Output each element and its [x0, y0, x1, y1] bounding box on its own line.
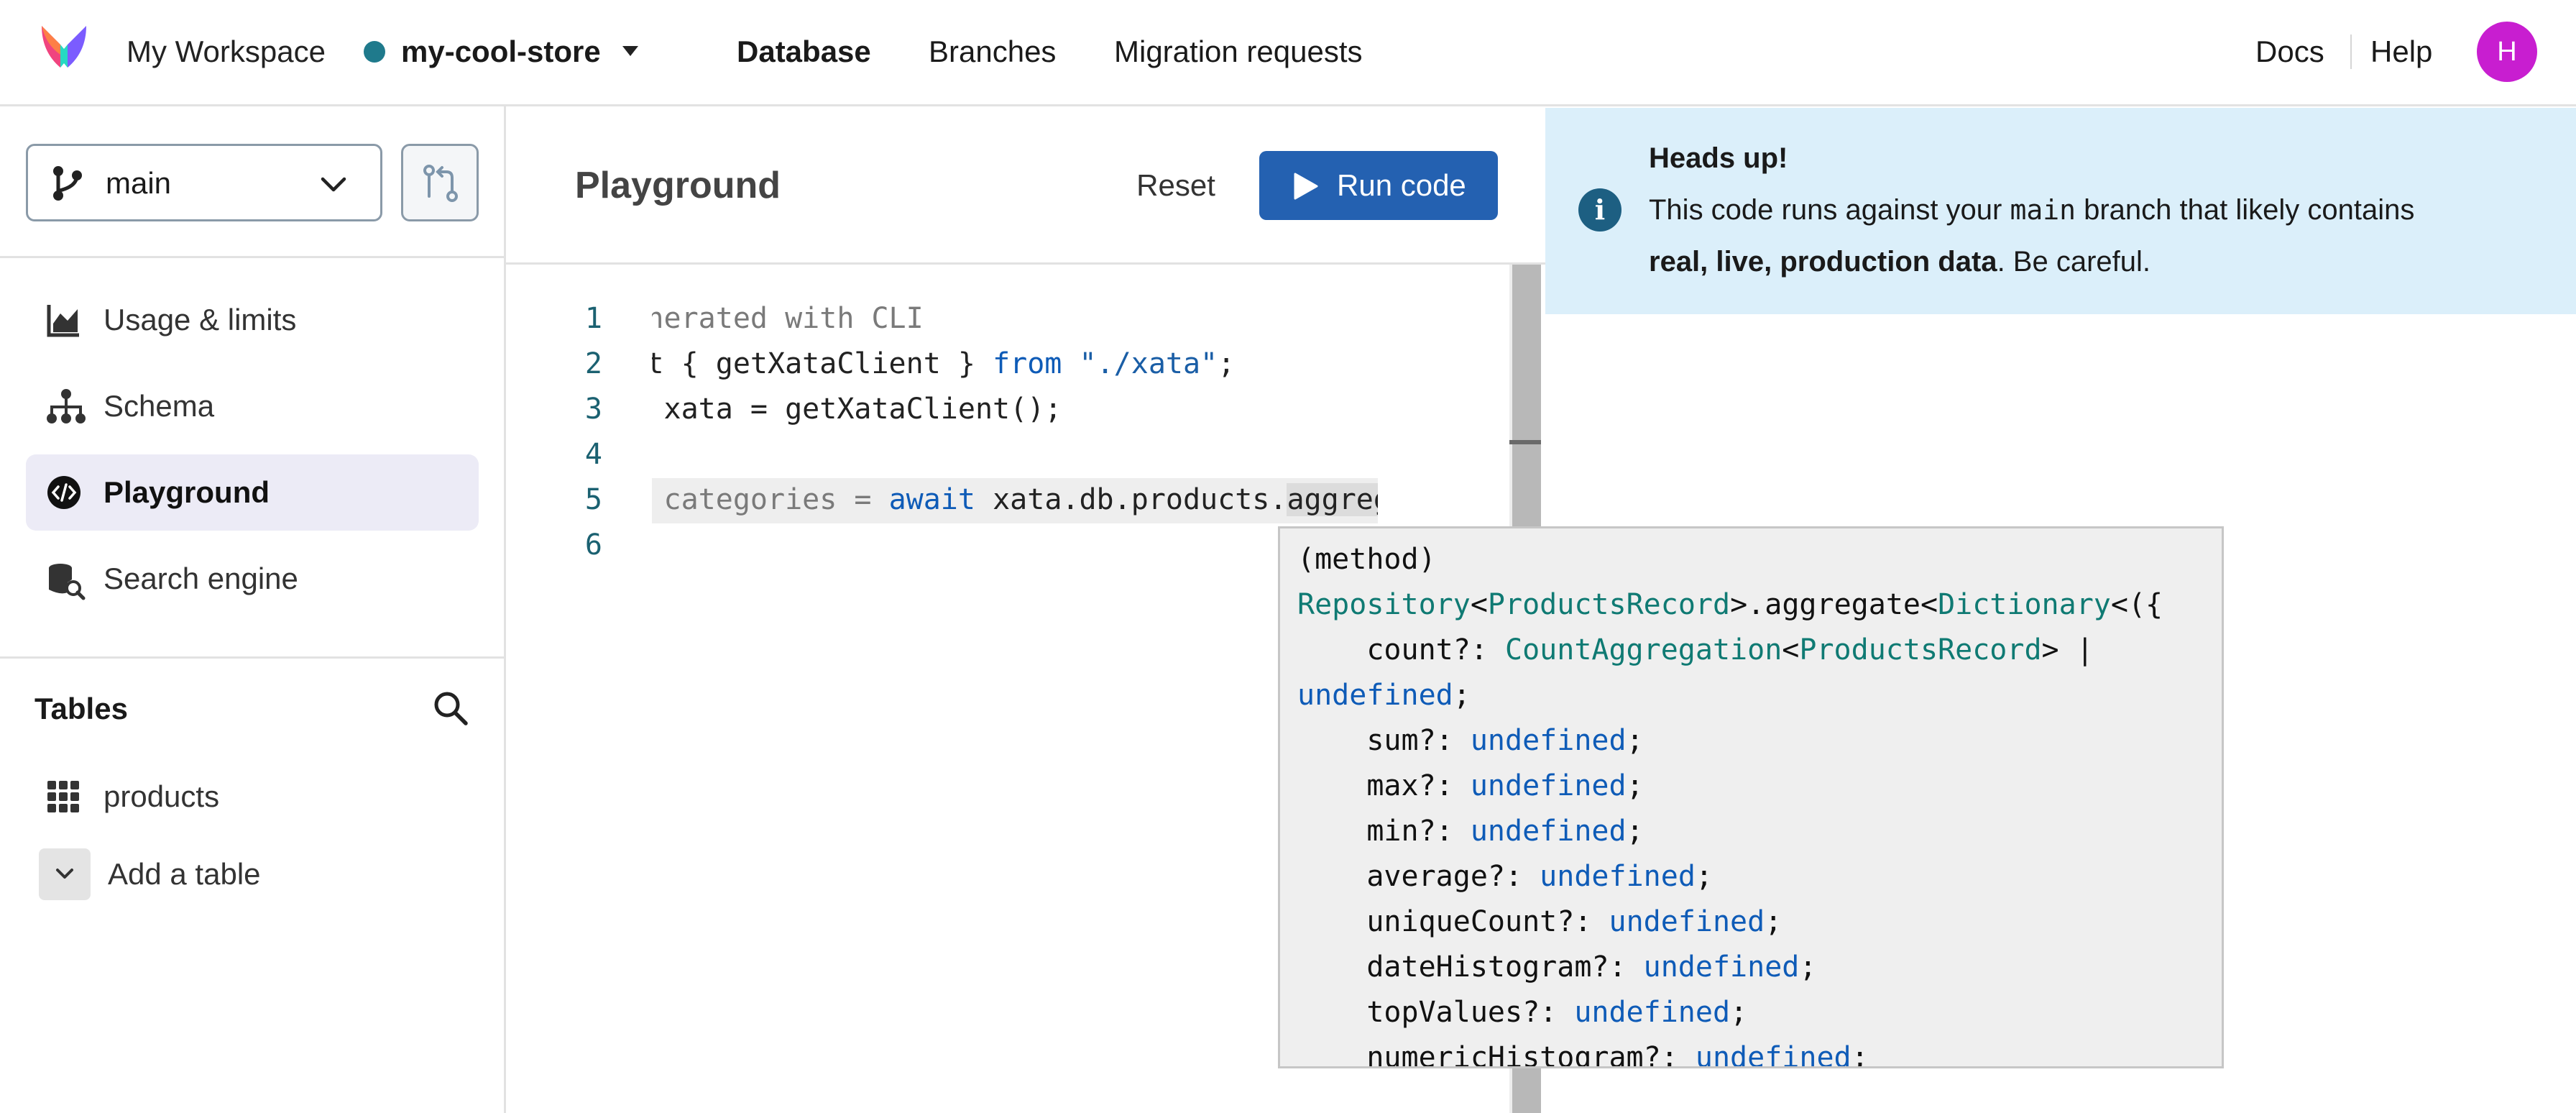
user-avatar[interactable]: H: [2477, 22, 2537, 82]
nav-migration-requests[interactable]: Migration requests: [1114, 35, 1363, 68]
tooltip-line: uniqueCount?: undefined;: [1297, 905, 1782, 938]
sidebar-item-label: Playground: [104, 475, 270, 509]
tooltip-line: min?: undefined;: [1297, 815, 1644, 848]
git-compare-icon: [423, 165, 458, 202]
docs-link[interactable]: Docs: [2255, 35, 2324, 68]
add-table-label: Add a table: [108, 857, 261, 891]
tooltip-line: Repository<ProductsRecord>.aggregate<Dic…: [1297, 588, 2163, 621]
nav-branches[interactable]: Branches: [929, 35, 1057, 68]
code-icon: [47, 476, 80, 509]
alert-message-line-2: real, live, production data. Be careful.: [1649, 246, 2150, 278]
line-number: 5: [584, 483, 602, 516]
sidebar: main Usage & limits Schema: [0, 106, 506, 1113]
chart-icon: [47, 305, 79, 337]
code-line-1: // Generated with CLI: [652, 302, 924, 335]
play-icon: [1294, 173, 1318, 200]
schema-icon: [47, 389, 86, 423]
sidebar-item-playground[interactable]: Playground: [26, 454, 479, 531]
main-header-divider: [506, 262, 1545, 265]
table-item-products[interactable]: products: [26, 761, 479, 833]
git-branch-icon: [53, 166, 82, 201]
chevron-down-icon: [56, 869, 73, 879]
code-line-2: import { getXataClient } from "./xata";: [652, 347, 1236, 380]
reset-button[interactable]: Reset: [1136, 168, 1215, 202]
current-line-highlight: [652, 478, 1378, 523]
type-hover-tooltip[interactable]: (method) Repository<ProductsRecord>.aggr…: [1278, 526, 2224, 1068]
editor-scrollbar-thumb-lower[interactable]: [1512, 1064, 1541, 1113]
sidebar-divider: [0, 656, 504, 659]
sidebar-item-label: Schema: [104, 389, 215, 423]
tooltip-line: sum?: undefined;: [1297, 724, 1644, 757]
branch-name: main: [106, 166, 172, 200]
sidebar-divider: [0, 256, 504, 258]
line-number: 1: [584, 302, 602, 335]
add-table-toggle[interactable]: [39, 848, 91, 900]
info-icon: i: [1578, 188, 1622, 232]
run-code-label: Run code: [1337, 168, 1466, 202]
database-status-dot: [364, 41, 385, 63]
nav-database[interactable]: Database: [737, 35, 871, 68]
workspace-name[interactable]: My Workspace: [126, 35, 326, 68]
search-icon[interactable]: [431, 689, 470, 728]
sidebar-item-search-engine[interactable]: Search engine: [26, 541, 479, 617]
tooltip-line: numericHistogram?: undefined;: [1297, 1041, 1869, 1068]
alert-message-line-1: This code runs against your main branch …: [1649, 194, 2415, 226]
line-number: 4: [584, 438, 602, 471]
code-line-3: const xata = getXataClient();: [663, 393, 1062, 426]
alert-title: Heads up!: [1649, 142, 1788, 174]
top-bar: My Workspace my-cool-store Database Bran…: [0, 0, 2576, 106]
production-warning-alert: i Heads up! This code runs against your …: [1545, 108, 2576, 314]
sidebar-item-usage-limits[interactable]: Usage & limits: [26, 282, 479, 358]
tooltip-line: dateHistogram?: undefined;: [1297, 951, 1817, 984]
xata-logo-icon[interactable]: [39, 23, 89, 73]
run-code-button[interactable]: Run code: [1259, 151, 1498, 220]
tooltip-line: max?: undefined;: [1297, 769, 1644, 802]
tables-heading: Tables: [34, 692, 128, 725]
database-dropdown-caret-icon[interactable]: [622, 46, 638, 56]
code-line-5: const categories = await xata.db.product…: [652, 477, 1378, 523]
tooltip-line: average?: undefined;: [1297, 860, 1713, 893]
editor-scrollbar-thumb[interactable]: [1512, 265, 1541, 534]
branch-selector[interactable]: main: [26, 144, 382, 221]
line-number: 6: [584, 528, 602, 562]
database-name[interactable]: my-cool-store: [401, 35, 601, 68]
compare-branches-button[interactable]: [401, 144, 479, 221]
scrollbar-cursor-marker: [1509, 440, 1541, 444]
line-number: 2: [584, 347, 602, 380]
tooltip-line: count?: CountAggregation<ProductsRecord>…: [1297, 633, 2094, 667]
tooltip-line: topValues?: undefined;: [1297, 996, 1748, 1029]
tooltip-line: undefined;: [1297, 679, 1471, 712]
table-item-label: products: [104, 779, 220, 813]
tooltip-line: (method): [1297, 543, 1436, 576]
sidebar-item-schema[interactable]: Schema: [26, 368, 479, 444]
page-title: Playground: [575, 165, 781, 206]
table-grid-icon: [47, 781, 79, 812]
code-viewport[interactable]: // Generated with CLI import { getXataCl…: [652, 296, 1378, 627]
sidebar-item-label: Search engine: [104, 562, 298, 595]
search-engine-icon: [49, 564, 86, 600]
branch-code: main: [2010, 194, 2076, 226]
add-table-button[interactable]: Add a table: [26, 838, 479, 910]
line-number: 3: [584, 393, 602, 426]
topbar-separator: [2350, 35, 2352, 69]
chevron-down-icon: [321, 177, 346, 192]
help-link[interactable]: Help: [2370, 35, 2433, 68]
sidebar-item-label: Usage & limits: [104, 303, 297, 336]
